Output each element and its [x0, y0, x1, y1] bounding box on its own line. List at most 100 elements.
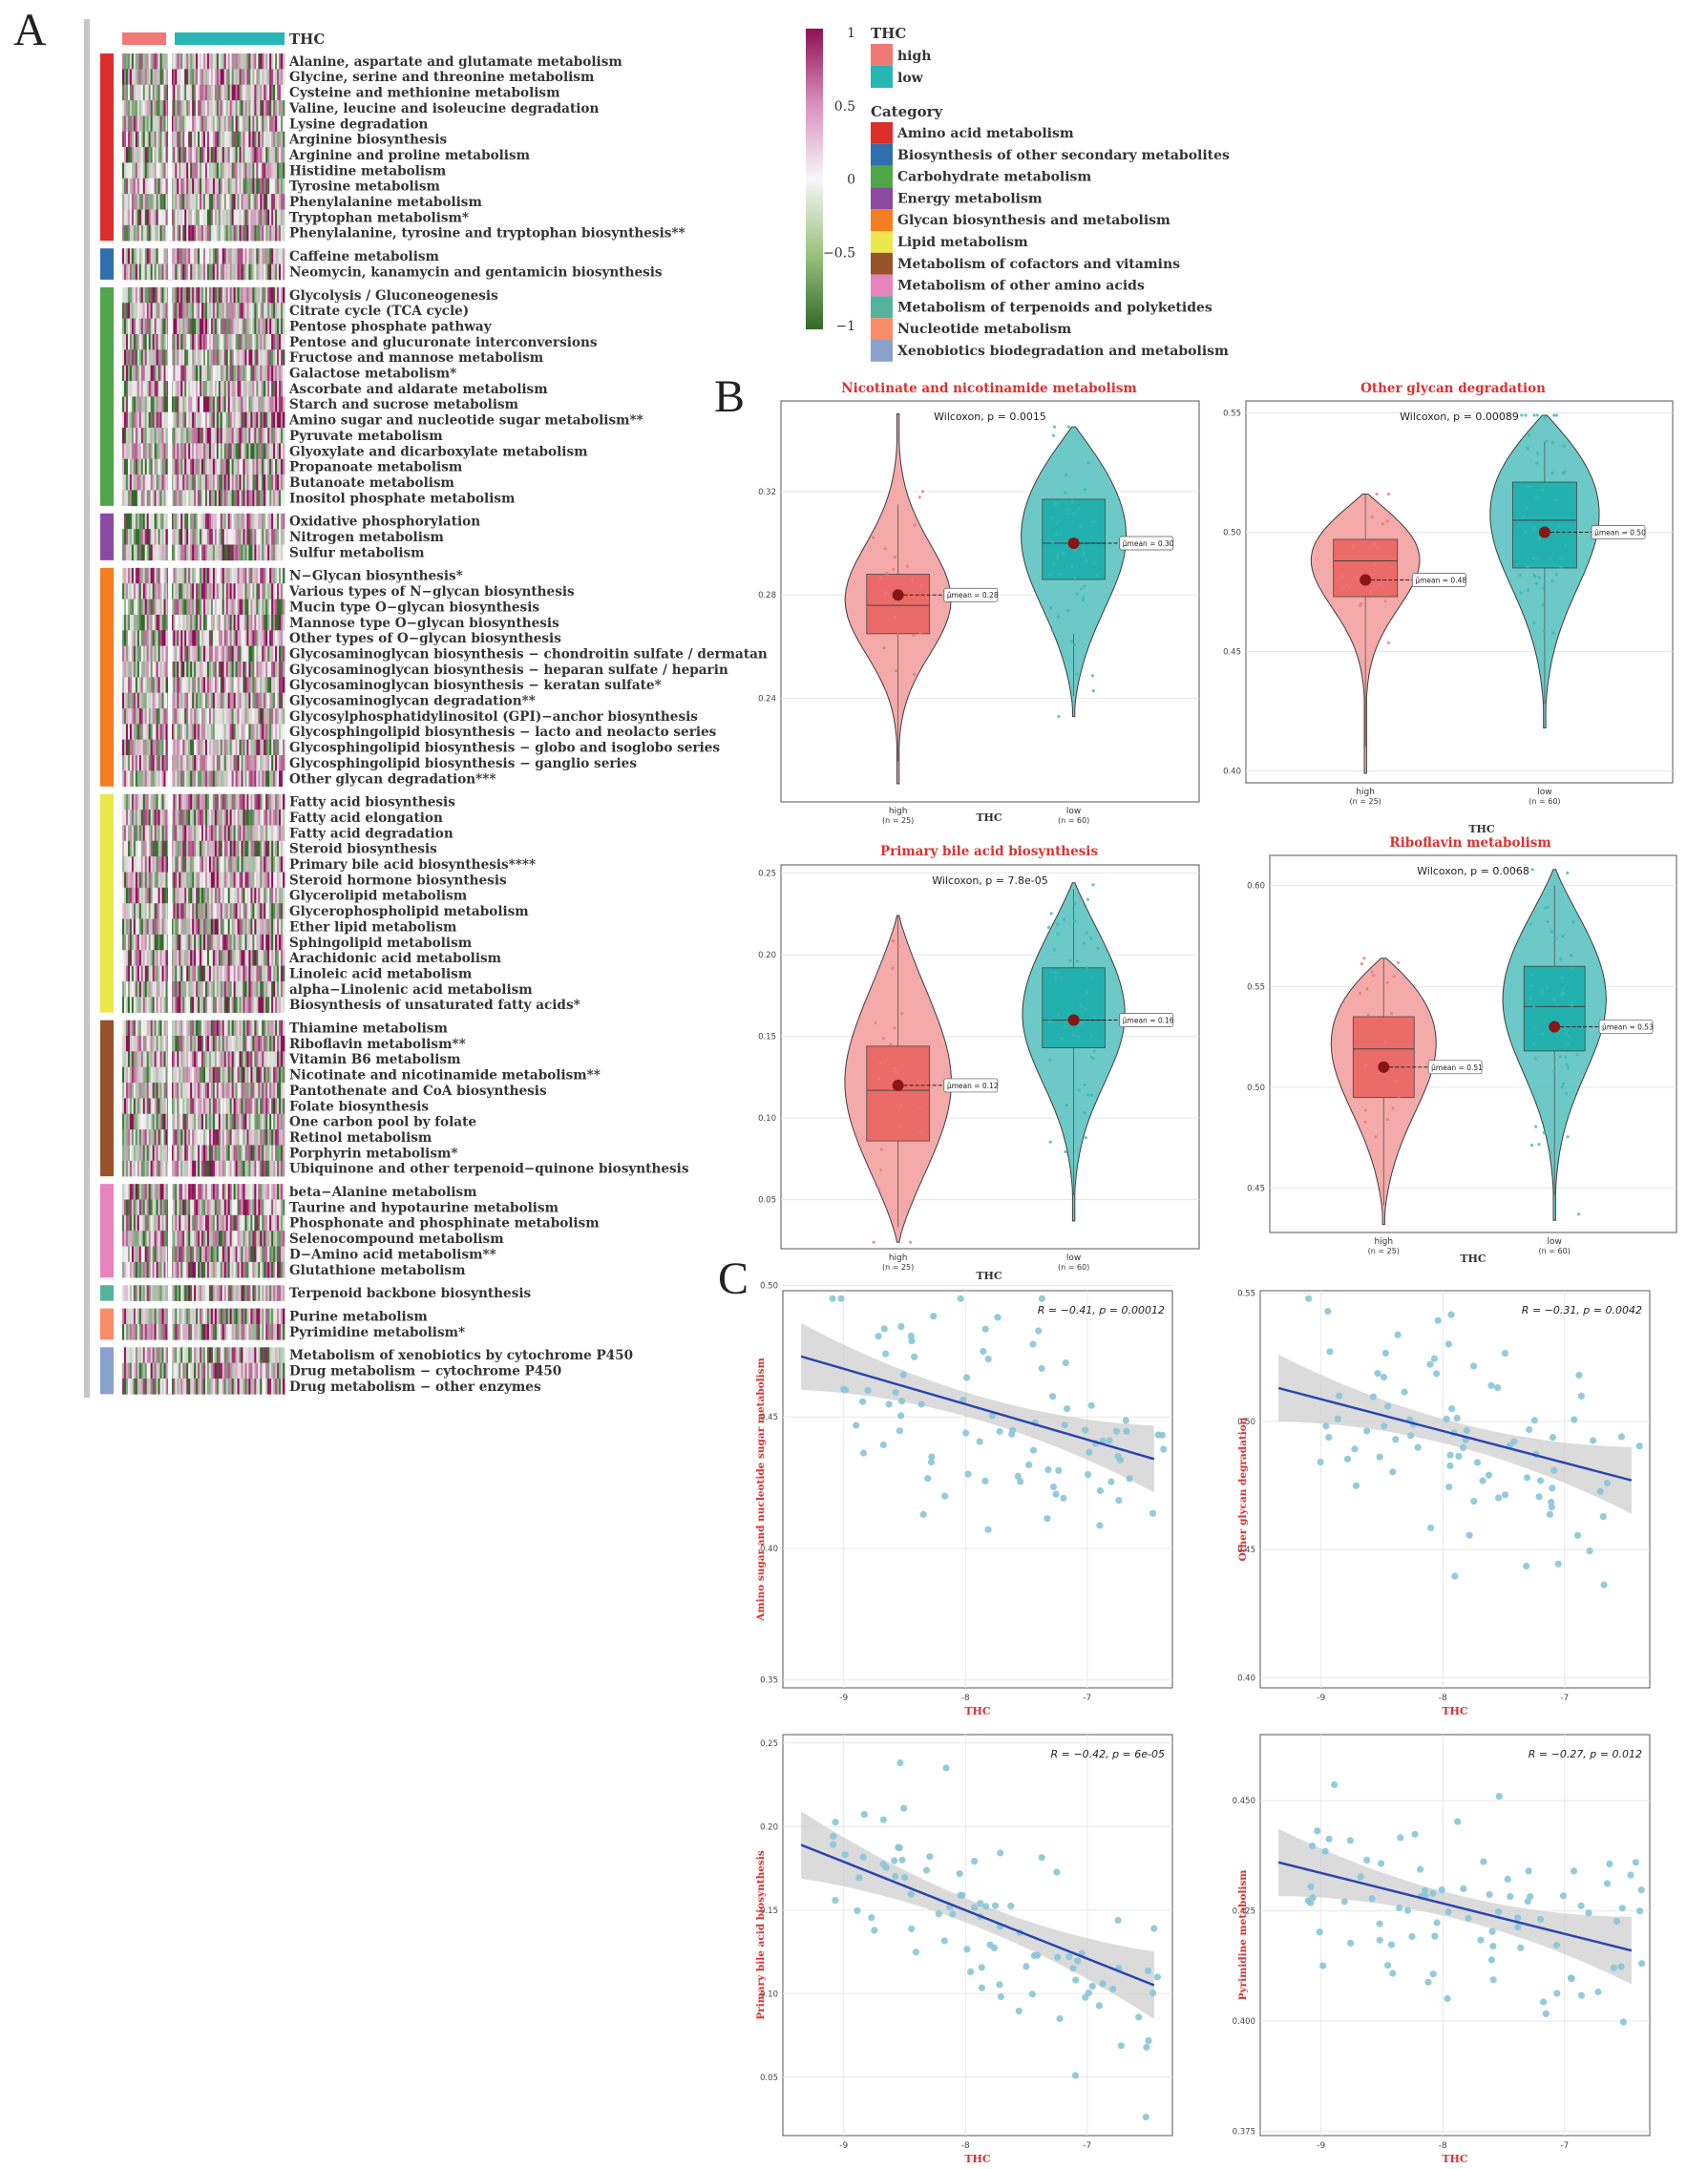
- heatmap-cell: [133, 513, 137, 530]
- heatmap-cell: [231, 116, 235, 133]
- heatmap-cell: [127, 950, 131, 966]
- pathway-label: Oxidative phosphorylation: [289, 515, 480, 530]
- heatmap-cell: [175, 739, 178, 756]
- heatmap-cell: [254, 950, 257, 966]
- heatmap-cell: [210, 333, 214, 350]
- heatmap-cell: [229, 303, 233, 319]
- heatmap-cell: [177, 677, 179, 693]
- heatmap-cell: [192, 755, 195, 771]
- heatmap-cell: [242, 513, 245, 530]
- heatmap-cell: [135, 396, 138, 412]
- heatmap-cell: [227, 458, 231, 475]
- heatmap-cell: [250, 965, 253, 982]
- heatmap-cell: [281, 599, 284, 616]
- heatmap-cell: [218, 69, 221, 85]
- heatmap-cell: [133, 349, 137, 366]
- heatmap-cell: [177, 365, 179, 382]
- heatmap-cell: [186, 349, 189, 366]
- heatmap-cell: [133, 918, 137, 936]
- heatmap-cell: [158, 458, 160, 475]
- heatmap-cell: [264, 333, 266, 350]
- heatmap-cell: [180, 349, 183, 366]
- heatmap-cell: [137, 810, 140, 826]
- heatmap-cell: [206, 162, 210, 179]
- heatmap-cell: [123, 529, 127, 545]
- heatmap-cell: [156, 69, 158, 85]
- heatmap-cell: [148, 263, 152, 281]
- heatmap-cell: [281, 770, 284, 788]
- heatmap-cell: [239, 770, 242, 788]
- heatmap-cell: [148, 708, 152, 725]
- heatmap-cell: [241, 178, 243, 195]
- heatmap-cell: [171, 209, 174, 226]
- heatmap-cell: [161, 614, 164, 631]
- heatmap-cell: [214, 887, 218, 904]
- heatmap-cell: [200, 825, 202, 842]
- heatmap-cell: [254, 209, 257, 226]
- heatmap-cell: [133, 396, 137, 412]
- heatmap-cell: [241, 365, 243, 382]
- heatmap-cell: [163, 708, 166, 725]
- heatmap-cell: [223, 614, 227, 631]
- heatmap-cell: [214, 396, 218, 412]
- heatmap-cell: [271, 428, 274, 444]
- heatmap-cell: [125, 810, 129, 826]
- heatmap-cell: [188, 630, 191, 646]
- heatmap-cell: [142, 599, 146, 616]
- heatmap-cell: [133, 529, 137, 545]
- heatmap-cell: [135, 162, 138, 179]
- heatmap-cell: [129, 100, 133, 116]
- pathway-label: Butanoate metabolism: [289, 475, 455, 491]
- heatmap-cell: [137, 474, 140, 491]
- heatmap-cell: [182, 131, 185, 148]
- heatmap-cell: [206, 224, 210, 242]
- heatmap-cell: [201, 724, 204, 740]
- heatmap-cell: [182, 147, 185, 163]
- heatmap-cell: [159, 474, 162, 491]
- heatmap-cell: [165, 708, 168, 725]
- heatmap-cell: [133, 69, 137, 85]
- heatmap-cell: [148, 396, 152, 412]
- heatmap-cell: [271, 856, 274, 873]
- heatmap-cell: [216, 599, 220, 616]
- heatmap-cell: [158, 194, 160, 210]
- heatmap-cell: [248, 428, 251, 444]
- heatmap-cell: [269, 692, 272, 709]
- heatmap-cell: [239, 318, 242, 335]
- heatmap-cell: [137, 381, 140, 397]
- pathway-label: Glycosphingolipid biosynthesis − lacto a…: [289, 725, 717, 740]
- heatmap-cell: [239, 583, 242, 600]
- heatmap-cell: [267, 825, 270, 842]
- heatmap-cell: [273, 872, 276, 889]
- heatmap-cell: [212, 950, 216, 966]
- category-strip: [100, 513, 114, 560]
- heatmap-cell: [279, 474, 282, 491]
- heatmap-cell: [225, 458, 229, 475]
- heatmap-cell: [140, 53, 144, 70]
- heatmap-cell: [201, 918, 204, 936]
- heatmap-cell: [267, 443, 270, 460]
- heatmap-cell: [184, 162, 187, 179]
- heatmap-cell: [212, 755, 216, 771]
- heatmap-cell: [235, 793, 238, 811]
- heatmap-cell: [256, 903, 259, 919]
- heatmap-cell: [200, 458, 202, 475]
- heatmap-cell: [233, 825, 237, 842]
- heatmap-cell: [231, 645, 235, 663]
- heatmap-cell: [277, 903, 280, 919]
- heatmap-cell: [171, 318, 174, 335]
- heatmap-cell: [194, 411, 197, 429]
- heatmap-cell: [275, 661, 278, 678]
- heatmap-cell: [258, 903, 261, 919]
- heatmap-cell: [269, 365, 272, 382]
- heatmap-cell: [225, 708, 229, 725]
- heatmap-cell: [283, 950, 285, 966]
- heatmap-cell: [203, 567, 206, 584]
- heatmap-cell: [262, 411, 264, 429]
- heatmap-cell: [244, 770, 247, 788]
- heatmap-cell: [173, 825, 176, 842]
- heatmap-cell: [254, 810, 257, 826]
- heatmap-cell: [171, 708, 174, 725]
- heatmap-cell: [188, 708, 191, 725]
- heatmap-cell: [200, 381, 202, 397]
